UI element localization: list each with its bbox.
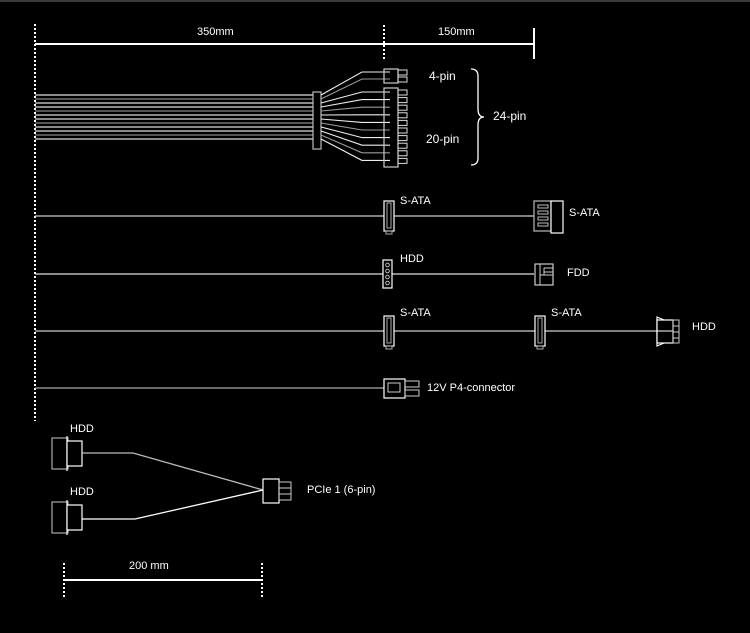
label-sata-inline-3: S-ATA bbox=[551, 307, 582, 320]
sata-inline-connector-1 bbox=[384, 201, 394, 234]
atx-fanout-wire bbox=[321, 107, 390, 111]
label-sata-end: S-ATA bbox=[569, 207, 600, 220]
p4-connector bbox=[384, 379, 419, 398]
label-hdd-end: HDD bbox=[692, 321, 716, 334]
label-fdd: FDD bbox=[567, 267, 590, 280]
fdd-end-connector bbox=[535, 264, 553, 285]
pcie-6pin-connector bbox=[263, 479, 291, 503]
label-20pin: 20-pin bbox=[426, 133, 459, 146]
connector-4pin-body bbox=[384, 69, 398, 83]
atx-wire-bundle bbox=[35, 95, 313, 139]
pcie-hdd-connector-1 bbox=[52, 436, 82, 471]
atx-fanout-wires bbox=[321, 72, 390, 160]
label-4pin: 4-pin bbox=[429, 70, 456, 83]
connector-pin bbox=[398, 128, 407, 133]
connector-pin bbox=[398, 77, 407, 82]
label-pcie-hdd-1: HDD bbox=[70, 423, 94, 436]
dimension-label-350mm: 350mm bbox=[197, 26, 234, 39]
connector-pin bbox=[398, 158, 407, 163]
label-sata-inline-2: S-ATA bbox=[400, 307, 431, 320]
connector-pin bbox=[398, 105, 407, 110]
molex-end-connector bbox=[657, 317, 679, 346]
dimension-label-200mm: 200 mm bbox=[129, 560, 169, 573]
connector-pin bbox=[398, 136, 407, 141]
atx-fanout-wire bbox=[321, 119, 390, 122]
sata-end-connector bbox=[534, 201, 563, 233]
connector-4pin-pins bbox=[398, 70, 407, 82]
connector-pin bbox=[398, 143, 407, 148]
connector-pin bbox=[398, 113, 407, 118]
label-sata-inline-1: S-ATA bbox=[400, 195, 431, 208]
connector-pin bbox=[398, 70, 407, 75]
dimension-label-150mm: 150mm bbox=[438, 26, 475, 39]
connector-pin bbox=[398, 120, 407, 125]
brace-24pin bbox=[471, 69, 484, 165]
label-hdd-inline: HDD bbox=[400, 253, 424, 266]
pcie-hdd-connector-2 bbox=[52, 500, 82, 535]
pcie-branch-wire-1 bbox=[82, 453, 263, 490]
molex-inline-connector bbox=[383, 260, 392, 288]
sata-inline-connector-2 bbox=[384, 316, 394, 349]
label-pcie-hdd-2: HDD bbox=[70, 486, 94, 499]
label-24pin: 24-pin bbox=[493, 110, 526, 123]
atx-cable-sleeve-clamp bbox=[313, 92, 321, 149]
connector-pin bbox=[398, 98, 407, 103]
label-p4-connector: 12V P4-connector bbox=[427, 382, 515, 395]
sata-inline-connector-3 bbox=[535, 316, 545, 349]
connector-pin bbox=[398, 90, 407, 95]
connector-pin bbox=[398, 151, 407, 156]
label-pcie-connector: PCIe 1 (6-pin) bbox=[307, 484, 375, 497]
connector-20pin-pins bbox=[398, 90, 407, 163]
pcie-branch-wire-2 bbox=[82, 490, 263, 519]
atx-fanout-wire bbox=[321, 123, 390, 130]
